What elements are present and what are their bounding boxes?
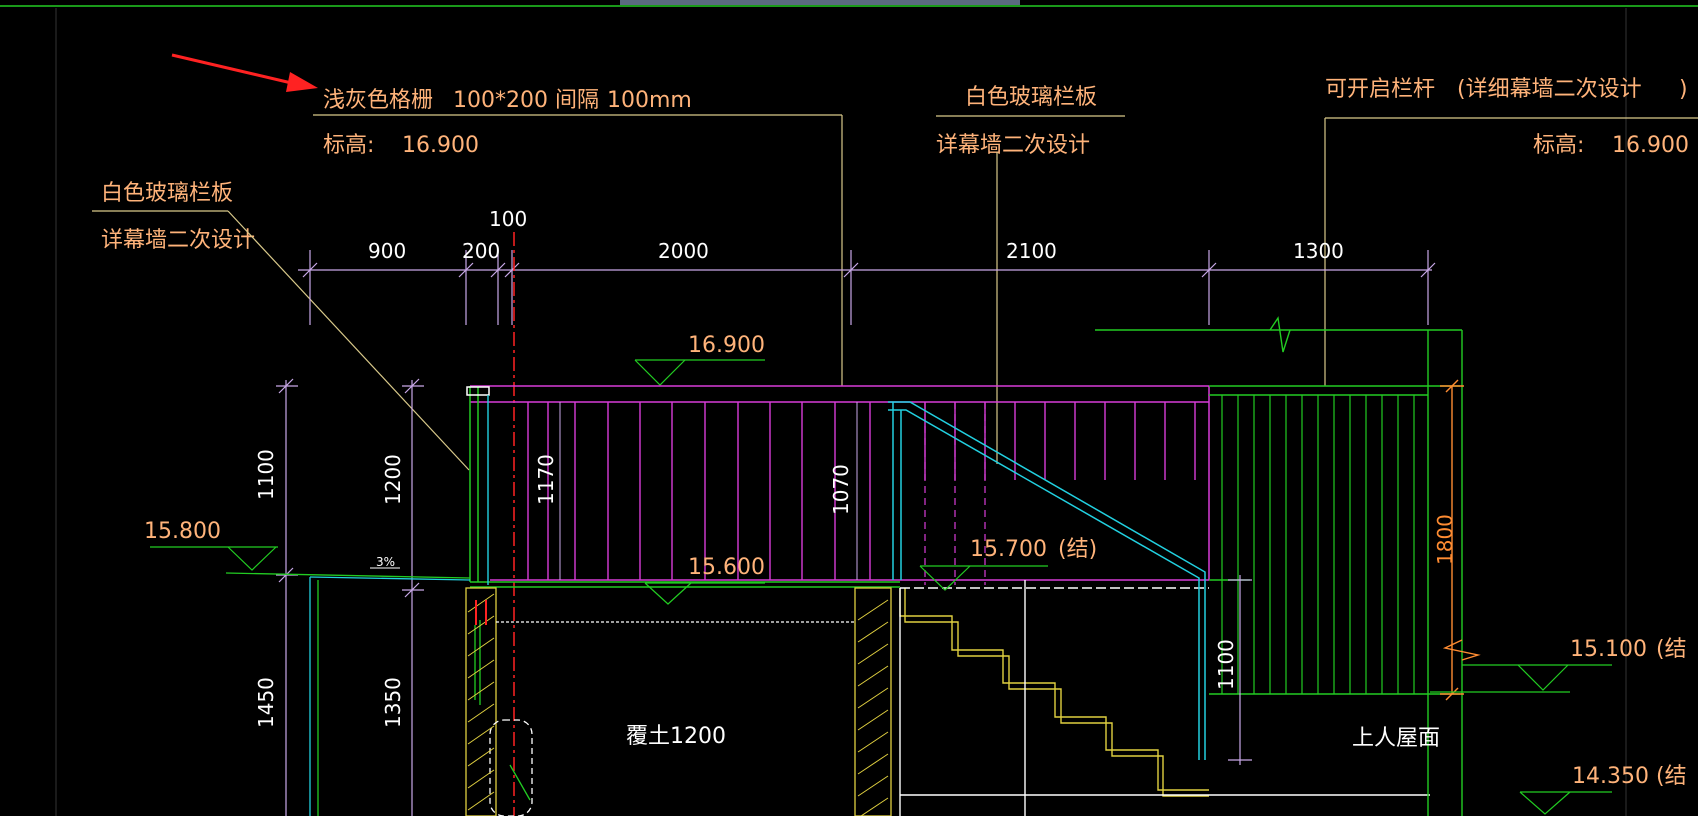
hatch-line <box>467 659 495 679</box>
dim-1100-right: 1100 <box>1214 639 1238 690</box>
level-14350-note: (结 <box>1656 764 1687 789</box>
hatch-line <box>857 753 889 775</box>
elevation-value-right: 16.900 <box>1612 133 1689 158</box>
hatch-line <box>857 709 889 731</box>
planter-box <box>465 587 892 816</box>
red-pointer-arrow <box>171 53 318 92</box>
dim-2100: 2100 <box>1006 239 1057 263</box>
dim-1200: 1200 <box>381 454 405 505</box>
staircase <box>899 580 1430 816</box>
hatch-line <box>467 615 495 635</box>
openable-railing-bars <box>1221 395 1415 694</box>
left-vertical-dimensions <box>276 378 424 816</box>
level-15100-text: 15.100 <box>1570 637 1647 662</box>
roof-access-label: 上人屋面 <box>1352 726 1440 751</box>
hatch-line <box>467 791 495 811</box>
dim-1350: 1350 <box>381 677 405 728</box>
dim-1300: 1300 <box>1293 239 1344 263</box>
dim-1170: 1170 <box>534 454 558 505</box>
hatch-line <box>860 797 889 816</box>
level-15700-note: (结) <box>1058 537 1097 562</box>
hatch-line <box>857 687 889 709</box>
grille-railing <box>470 385 1210 581</box>
glass-panel-top-note: 详幕墙二次设计 <box>936 133 1090 158</box>
level-mark-15800 <box>150 546 278 571</box>
openable-railing-label: 可开启栏杆 <box>1325 77 1435 102</box>
dim-2000: 2000 <box>658 239 709 263</box>
hatch-line <box>857 775 889 797</box>
elevation-value-left: 16.900 <box>402 133 479 158</box>
hatch-line <box>857 731 889 753</box>
hatch-line <box>857 621 889 643</box>
dim-200: 200 <box>462 239 500 263</box>
dim-1100-right-line <box>1228 575 1252 765</box>
glass-panel-left-label: 白色玻璃栏板 <box>101 181 233 206</box>
openable-railing-close: ) <box>1679 77 1688 102</box>
horizontal-dimension-chain <box>298 250 1436 325</box>
dim-1800-line <box>1440 379 1481 701</box>
level-mark-15600 <box>644 582 765 605</box>
dim-1070: 1070 <box>829 464 853 515</box>
level-mark-15700 <box>919 565 1048 591</box>
elevation-label-left: 标高: <box>323 133 374 158</box>
dim-1100-left: 1100 <box>254 449 278 500</box>
hatch-line <box>467 681 495 701</box>
planter-wall-hatch <box>467 593 889 816</box>
dim-1450: 1450 <box>254 677 278 728</box>
slope-label: 3% <box>376 555 395 569</box>
hatch-line <box>857 665 889 687</box>
glass-panel-left-note: 详幕墙二次设计 <box>101 228 255 253</box>
dim-1800: 1800 <box>1433 514 1457 565</box>
hatch-line <box>857 643 889 665</box>
level-15800-text: 15.800 <box>144 519 221 544</box>
dim-900: 900 <box>368 239 406 263</box>
hatch-line <box>467 725 495 745</box>
level-14350-text: 14.350 <box>1572 764 1649 789</box>
grille-gap-label: 间隔 <box>555 88 599 113</box>
openable-railing-note: (详细幕墙二次设计 <box>1457 77 1642 102</box>
grille-gap-value: 100mm <box>607 88 692 113</box>
left-roof-slab <box>225 572 471 816</box>
hatch-line <box>467 747 495 767</box>
glass-panel-left-leader-diagonal <box>227 210 470 471</box>
hatch-line <box>467 769 495 789</box>
dim-100: 100 <box>489 207 527 231</box>
hatch-line <box>857 599 889 621</box>
elevation-label-right: 标高: <box>1533 133 1584 158</box>
level-15700-text: 15.700 <box>970 537 1047 562</box>
soil-cover-label: 覆土1200 <box>626 724 726 749</box>
grille-label: 浅灰色格栅 <box>323 88 433 113</box>
hatch-line <box>467 703 495 723</box>
grille-size-label: 100*200 <box>453 88 548 113</box>
level-mark-16900 <box>634 359 765 386</box>
level-mark-15100 <box>1430 664 1612 693</box>
hatch-line <box>467 593 495 613</box>
left-parapet <box>466 386 900 588</box>
level-16900-text: 16.900 <box>688 333 765 358</box>
level-15100-note: (结 <box>1656 637 1687 662</box>
level-mark-14350 <box>1519 791 1612 815</box>
hatch-line <box>467 637 495 657</box>
stair-glass-railing <box>888 401 1206 760</box>
level-15600-text: 15.600 <box>688 555 765 580</box>
stair-railing-dashes <box>924 402 986 585</box>
glass-panel-top-label: 白色玻璃栏板 <box>965 85 1097 110</box>
